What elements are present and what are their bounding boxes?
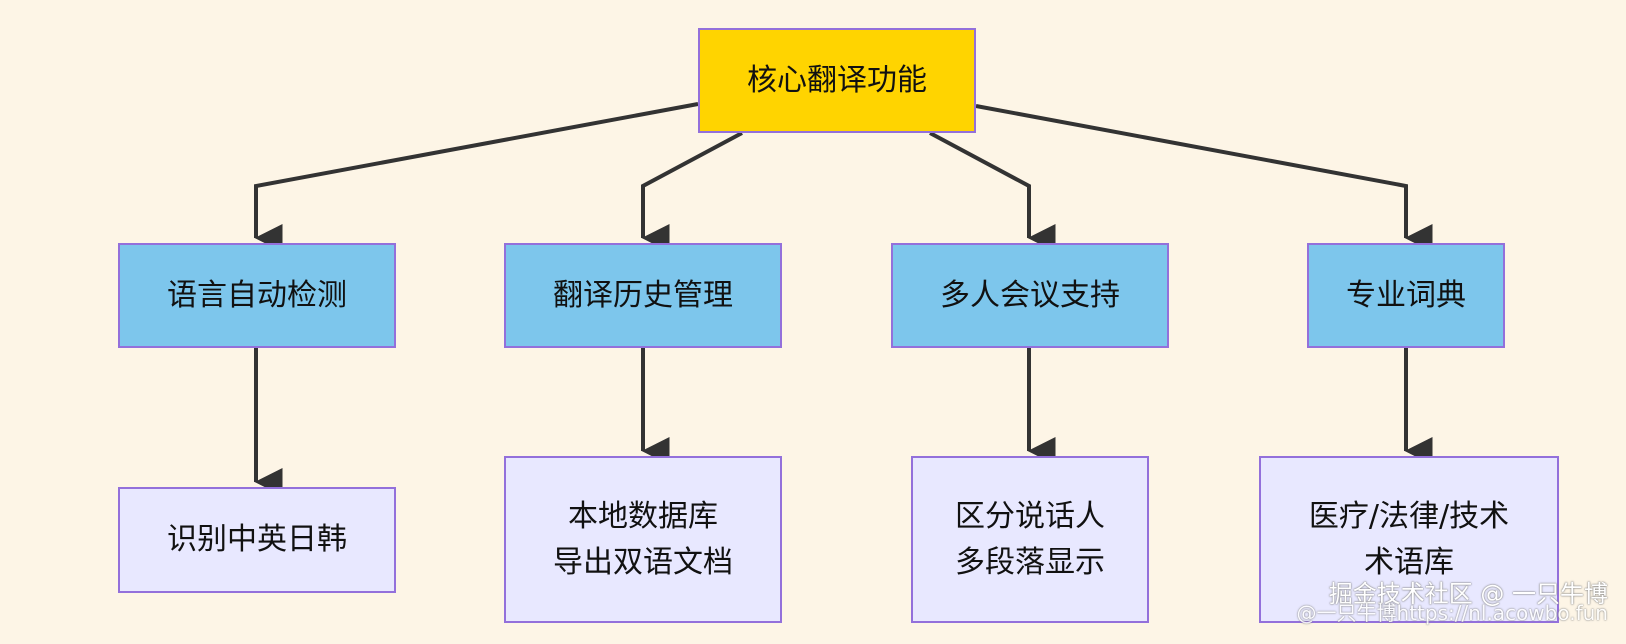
feature-node-meeting-support: 多人会议支持 — [891, 243, 1169, 348]
detail-line: 医疗/法律/技术 — [1308, 498, 1510, 534]
detail-node-meeting-support: 区分说话人 多段落显示 — [911, 456, 1149, 623]
root-node: 核心翻译功能 — [698, 28, 976, 133]
watermark: 掘金技术社区 @ 一只牛博 @一只牛博https://nl.acowbo.fun — [1297, 580, 1608, 624]
detail-node-text: 医疗/法律/技术 术语库 — [1309, 494, 1509, 586]
feature-node-label: 专业词典 — [1346, 277, 1466, 313]
feature-node-history-management: 翻译历史管理 — [504, 243, 782, 348]
detail-line: 术语库 — [1364, 544, 1454, 580]
feature-node-label: 翻译历史管理 — [553, 277, 733, 313]
detail-line: 区分说话人 — [955, 498, 1105, 534]
detail-node-history-management: 本地数据库 导出双语文档 — [504, 456, 782, 623]
detail-node-dictionary: 医疗/法律/技术 术语库 — [1259, 456, 1559, 623]
detail-line: 识别中英日韩 — [167, 522, 347, 557]
root-node-label: 核心翻译功能 — [747, 62, 927, 98]
edge-root-to-feature-4 — [975, 104, 1433, 252]
edge-root-to-feature-1 — [254, 102, 699, 252]
edge-root-to-feature-2 — [641, 131, 743, 252]
feature-node-dictionary: 专业词典 — [1307, 243, 1505, 348]
watermark-main: 掘金技术社区 @ 一只牛博 — [1328, 580, 1608, 608]
detail-node-language-detection: 识别中英日韩 — [118, 487, 396, 593]
edge-root-to-feature-3 — [929, 131, 1056, 252]
detail-line: 导出双语文档 — [553, 544, 733, 580]
detail-node-text: 区分说话人 多段落显示 — [955, 494, 1105, 586]
detail-node-text: 识别中英日韩 — [167, 517, 347, 563]
detail-node-text: 本地数据库 导出双语文档 — [553, 494, 733, 586]
detail-line: 本地数据库 — [568, 498, 718, 534]
edges-root-to-features — [254, 102, 1433, 252]
watermark-sub: @一只牛博https://nl.acowbo.fun — [1296, 601, 1608, 625]
edges-features-to-details — [254, 348, 1433, 496]
detail-line: 多段落显示 — [955, 544, 1105, 580]
feature-node-label: 多人会议支持 — [940, 277, 1120, 313]
feature-node-language-detection: 语言自动检测 — [118, 243, 396, 348]
feature-node-label: 语言自动检测 — [167, 277, 347, 313]
